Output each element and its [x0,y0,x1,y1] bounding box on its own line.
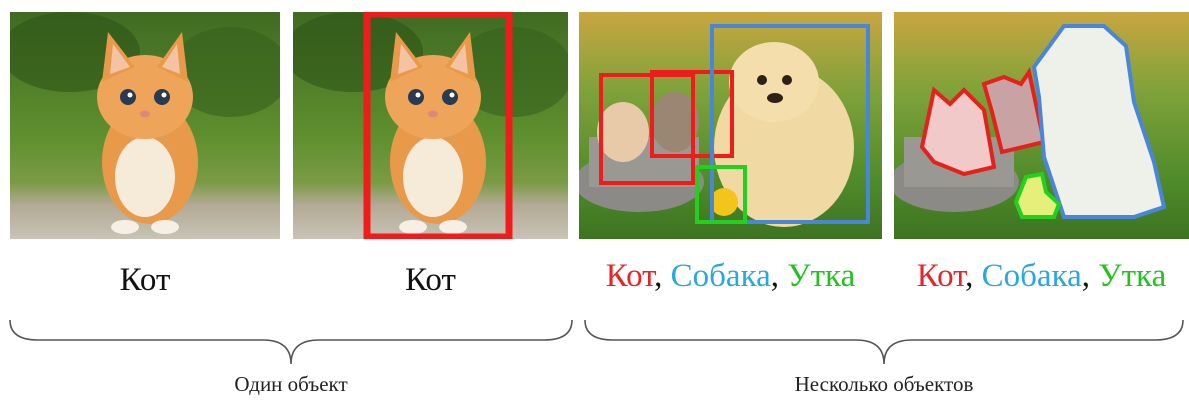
cat-bounding-box [363,12,513,239]
duck-bounding-box [695,165,747,224]
brace-multiple-objects [584,319,1184,365]
duck-mask [1013,171,1062,219]
label-duck: Утка [787,258,856,294]
label-dog: Собака [981,258,1082,294]
image-panel-cat [10,12,280,239]
group-label-single-object: Один объект [234,372,348,396]
brace-single-object [9,319,573,365]
caption-panel-3: Кот, Собака, Утка [605,258,856,294]
label-cat: Кот [916,258,966,294]
label-cat: Кот [605,258,655,294]
cat2-bounding-box [650,70,734,158]
group-label-multiple-objects: Несколько объектов [794,372,974,396]
caption-panel-2: Кот [405,262,456,298]
caption-panel-1: Кот [119,262,171,298]
cat2-mask [981,66,1047,155]
cat1-bounding-box [599,73,695,185]
caption-panel-4: Кот, Собака, Утка [916,258,1167,294]
dog-bounding-box [710,24,870,224]
image-panel-multi-segmentation [894,12,1189,239]
label-dog: Собака [670,258,771,294]
dog-mask [1031,24,1167,219]
label-duck: Утка [1098,258,1167,294]
image-panel-cat-bbox [293,12,568,239]
cat1-mask [919,86,997,177]
image-panel-multi-bbox [579,12,882,239]
kitten-illustration [97,32,198,234]
